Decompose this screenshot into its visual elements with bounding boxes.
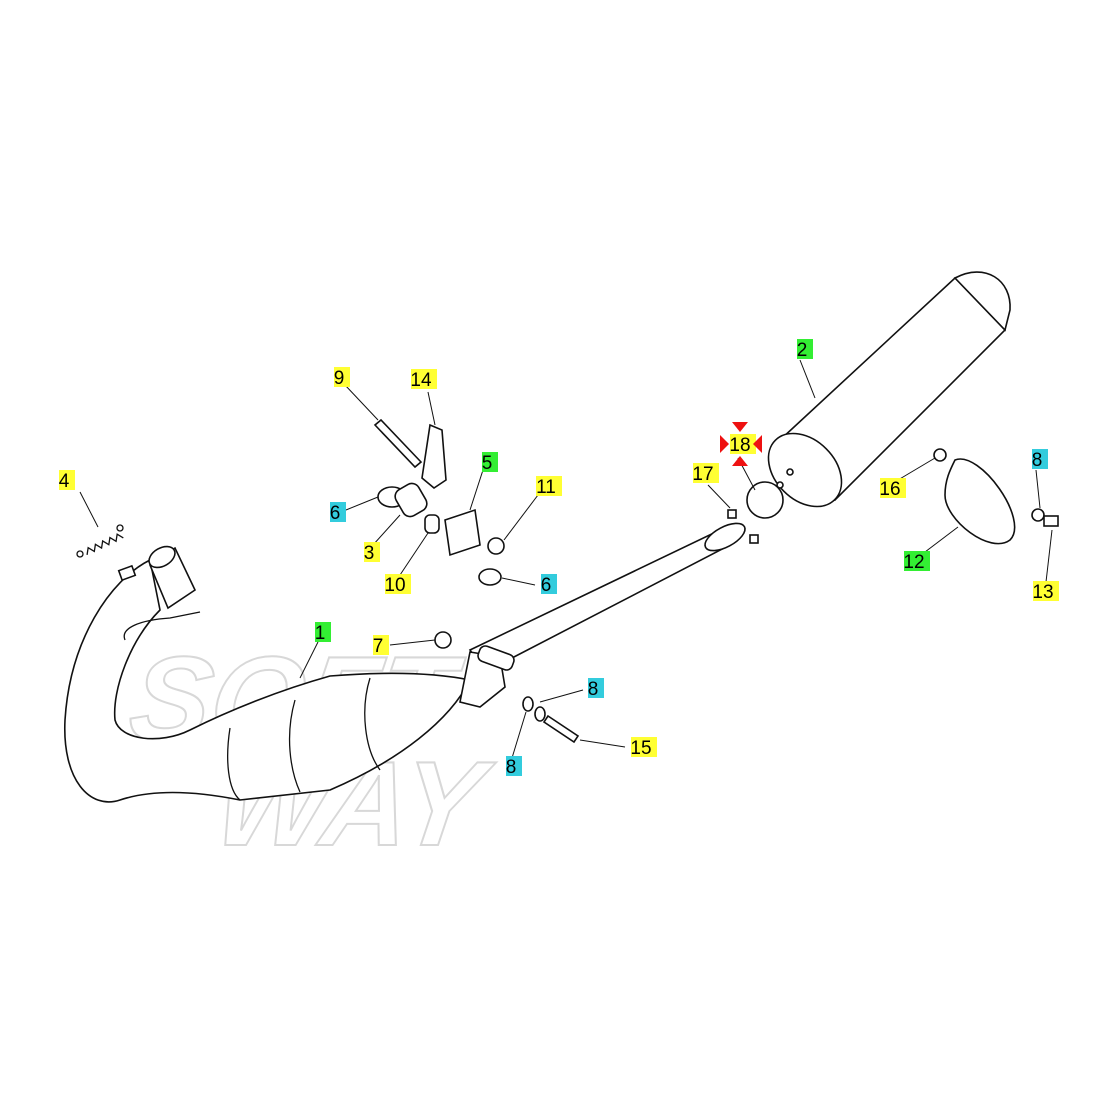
callout-number: 2: [797, 340, 808, 361]
callout-number: 14: [410, 370, 432, 391]
part-bracket-14: [421, 423, 447, 489]
callout-4[interactable]: 4: [59, 470, 75, 492]
callout-number: 6: [330, 503, 341, 524]
callout-9[interactable]: 9: [334, 367, 350, 389]
part-washer-8c: [1031, 508, 1045, 522]
leader-lines: [79, 359, 1053, 759]
callout-highlight: [536, 476, 562, 496]
callout-number: 12: [903, 552, 924, 573]
selection-arrow-left-icon: [753, 435, 762, 453]
callout-8c[interactable]: 8: [1032, 449, 1048, 471]
callout-18[interactable]: 18: [720, 422, 762, 466]
callout-number: 4: [59, 471, 70, 492]
selection-arrow-down-icon: [732, 422, 748, 432]
callout-highlight: [693, 463, 719, 483]
callout-highlight: [588, 678, 604, 698]
callout-2[interactable]: 2: [797, 339, 813, 361]
callout-highlight: [330, 502, 346, 522]
callout-highlight: [411, 369, 437, 389]
part-spacer-10: [424, 514, 440, 534]
part-gasket-18: [746, 481, 784, 519]
callout-number: 8: [588, 679, 599, 700]
callout-11[interactable]: 11: [536, 476, 562, 498]
callout-highlight: [904, 551, 930, 571]
callout-8a[interactable]: 8: [588, 678, 604, 700]
callout-highlight: [59, 470, 75, 490]
callout-number: 9: [334, 368, 345, 389]
callout-highlight: [797, 339, 813, 359]
callout-number: 17: [692, 464, 713, 485]
callout-number: 11: [536, 477, 556, 498]
callout-14[interactable]: 14: [410, 369, 437, 391]
part-bolt-9: [373, 418, 423, 469]
part-screw-13: [1043, 515, 1059, 527]
part-bracket-5: [444, 508, 481, 557]
callout-number: 8: [506, 757, 517, 778]
callout-highlight: [506, 756, 522, 776]
callout-7[interactable]: 7: [373, 635, 389, 657]
part-nut-11: [487, 537, 505, 555]
callout-highlight: [730, 434, 756, 454]
part-expansion-chamber[interactable]: [64, 542, 472, 803]
callout-16[interactable]: 16: [879, 478, 906, 500]
callout-6a[interactable]: 6: [330, 502, 346, 524]
part-bolt-15: [542, 714, 580, 744]
callout-highlight: [880, 478, 906, 498]
callout-highlight: [1033, 581, 1059, 601]
callout-number: 13: [1032, 582, 1053, 603]
callout-number: 18: [729, 435, 750, 456]
callout-3[interactable]: 3: [364, 542, 380, 564]
callout-6b[interactable]: 6: [541, 574, 557, 596]
callout-highlight: [373, 635, 389, 655]
part-link-pipe[interactable]: [459, 518, 749, 708]
callout-highlight: [482, 452, 498, 472]
callout-highlight: [315, 622, 331, 642]
callout-highlight: [334, 367, 350, 387]
part-clamp-12: [944, 458, 1016, 545]
callout-17[interactable]: 17: [692, 463, 719, 485]
callout-number: 7: [373, 636, 384, 657]
part-grommet-7: [434, 631, 452, 649]
part-washer-6b: [478, 568, 502, 586]
callout-number: 5: [482, 453, 493, 474]
part-washer-8b: [534, 706, 546, 722]
part-washer-8a: [522, 696, 534, 712]
selection-arrow-up-icon: [732, 456, 748, 466]
callout-1[interactable]: 1: [315, 622, 331, 644]
part-muffler[interactable]: [754, 271, 1011, 521]
callout-5[interactable]: 5: [482, 452, 498, 474]
callout-10[interactable]: 10: [384, 574, 411, 596]
callout-15[interactable]: 15: [630, 737, 657, 759]
callout-highlight: [631, 737, 657, 757]
callout-number: 8: [1032, 450, 1043, 471]
small-parts: [373, 418, 1059, 744]
part-nut-17b: [749, 534, 759, 544]
callout-highlight: [541, 574, 557, 594]
callout-12[interactable]: 12: [903, 551, 930, 573]
callout-number: 1: [315, 623, 326, 644]
callout-number: 3: [364, 543, 375, 564]
callout-highlight: [385, 574, 411, 594]
selection-arrow-right-icon: [720, 435, 729, 453]
part-washer-16: [933, 448, 947, 462]
callout-highlight: [1032, 449, 1048, 469]
callout-8b[interactable]: 8: [506, 756, 522, 778]
part-bush-3: [394, 482, 428, 518]
part-spring[interactable]: [76, 524, 124, 558]
callout-13[interactable]: 13: [1032, 581, 1059, 603]
callout-highlight: [364, 542, 380, 562]
part-nut-17a: [727, 509, 737, 519]
callout-number: 10: [384, 575, 405, 596]
callout-number: 16: [879, 479, 900, 500]
callout-number: 15: [630, 738, 651, 759]
callout-number: 6: [541, 575, 552, 596]
